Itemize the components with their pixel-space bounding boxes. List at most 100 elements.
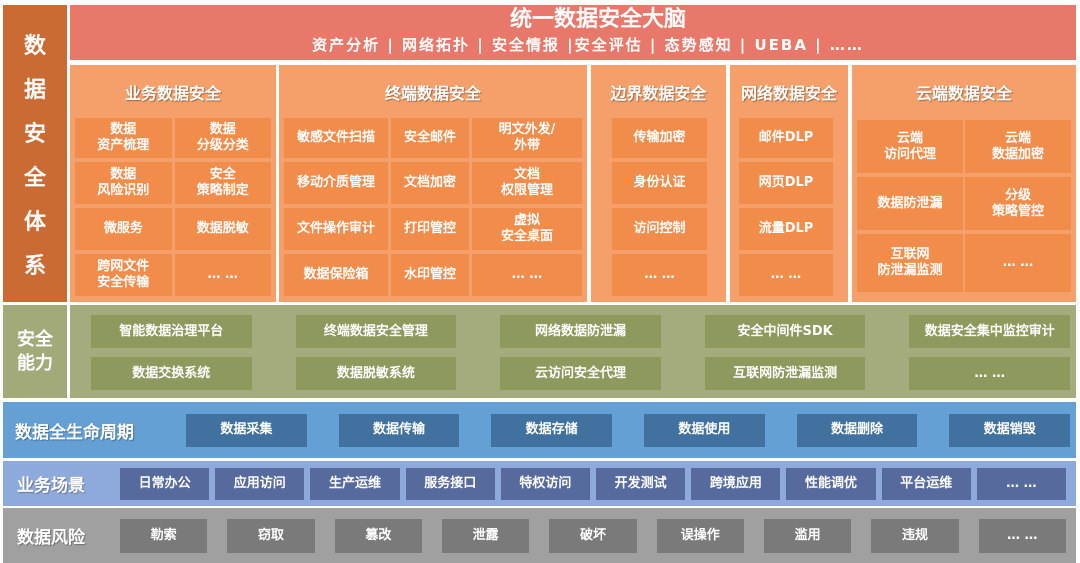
column-item: 云端 数据加密 [965,120,1071,173]
capability-item: 互联网防泄漏监测 [704,357,866,390]
column-item: … … [739,254,833,296]
risk-item: 窃取 [227,518,315,553]
scenario-label: 业务场景 [17,476,85,496]
security-column: 云端数据安全云端 访问代理云端 数据加密数据防泄漏分级 策略管控互联网 防泄漏监… [852,65,1076,302]
capability-item: 安全中间件SDK [704,315,866,348]
column-item: 访问控制 [612,208,707,250]
scenario-item: … … [976,467,1067,500]
capability-item: 数据安全集中监控审计 [909,315,1070,348]
column-item: … … [965,234,1071,292]
column-item: 文件操作审计 [284,208,388,250]
brain-subtitle: 资产分析 | 网络拓扑 | 安全情报 |安全评估 | 态势感知 | UEBA |… [312,36,864,54]
column-title: 边界数据安全 [610,84,707,103]
capability-label: 安全 能力 [3,305,67,398]
security-column: 业务数据安全数据 资产梳理数据 分级分类数据 风险识别安全 策略制定微服务数据脱… [70,65,276,302]
column-item: 文档 权限管理 [472,162,582,204]
brain-title: 统一数据安全大脑 [509,7,686,32]
column-item: 安全 策略制定 [174,162,271,204]
capability-item: 终端数据安全管理 [295,315,457,348]
risk-item: 破坏 [549,518,637,553]
column-item: 邮件DLP [739,118,833,158]
scenario-item: 日常办公 [120,467,210,500]
capability-item: 数据脱敏系统 [295,357,457,390]
system-label-char: 全 [23,165,46,191]
column-item: 云端 访问代理 [857,120,963,173]
data-security-system-label: 数据安全体系 [3,5,67,302]
lifecycle-item: 数据采集 [186,413,307,447]
risk-item: … … [978,518,1066,553]
column-item: 微服务 [75,208,172,250]
lifecycle-item: 数据删除 [796,413,918,447]
column-title: 云端数据安全 [915,84,1012,103]
scenario-item: 平台运维 [881,467,971,500]
risk-item: 滥用 [763,518,852,553]
scenario-item: 开发测试 [596,467,686,500]
column-item: 数据 风险识别 [75,162,172,204]
column-item: 打印管控 [391,208,469,250]
column-item: 互联网 防泄漏监测 [857,234,963,292]
column-item: 身份认证 [612,162,707,204]
column-title: 网络数据安全 [740,84,837,103]
column-item: 移动介质管理 [284,162,388,204]
column-grid: 数据 资产梳理数据 分级分类数据 风险识别安全 策略制定微服务数据脱敏跨网文件 … [75,118,271,296]
risk-item: 误操作 [656,518,744,553]
scenario-item: 服务接口 [405,467,495,500]
column-title: 业务数据安全 [124,84,221,103]
risk-item: 篡改 [334,518,422,553]
system-label-char: 系 [23,253,46,279]
scenario-item: 生产运维 [310,467,400,500]
risk-item: 泄露 [441,518,530,553]
system-label-char: 安 [23,121,46,147]
column-grid: 云端 访问代理云端 数据加密数据防泄漏分级 策略管控互联网 防泄漏监测… … [857,120,1071,292]
column-item: 安全邮件 [391,118,469,158]
system-label-char: 据 [23,77,46,103]
scenario-item: 跨境应用 [691,467,781,500]
security-column: 终端数据安全敏感文件扫描安全邮件明文外发/ 外带移动介质管理文档加密文档 权限管… [279,65,587,302]
column-item: 虚拟 安全桌面 [472,208,582,250]
capability-item: 数据交换系统 [91,357,252,390]
column-item: 传输加密 [612,118,707,158]
scenario-item: 应用访问 [215,467,305,500]
column-item: 跨网文件 安全传输 [75,254,172,296]
lifecycle-label: 数据全生命周期 [15,422,134,443]
column-item: 数据 分级分类 [174,118,271,158]
column-title: 终端数据安全 [384,84,481,103]
risk-item: 违规 [871,518,959,553]
column-item: … … [174,254,271,296]
capability-item: 智能数据治理平台 [91,315,252,348]
risk-item: 勒索 [120,518,208,553]
column-item: 文档加密 [391,162,469,204]
capability-item: 云访问安全代理 [500,357,661,390]
capability-panel: 智能数据治理平台 终端数据安全管理 网络数据防泄漏 安全中间件SDK 数据安全集中监控审… [70,305,1076,398]
column-item: 数据防泄漏 [857,177,963,230]
risk-band: 数据风险 勒索窃取篡改泄露破坏误操作滥用违规… … [3,508,1076,563]
column-grid: 传输加密身份认证访问控制… … [596,118,721,296]
system-label-char: 体 [23,209,46,235]
column-item: … … [472,254,582,296]
security-column: 边界数据安全传输加密身份认证访问控制… … [591,65,726,302]
column-item: 分级 策略管控 [965,177,1071,230]
capability-item: 网络数据防泄漏 [500,315,661,348]
lifecycle-item: 数据使用 [644,413,765,447]
lifecycle-item: 数据存储 [491,413,613,447]
security-brain-banner: 统一数据安全大脑 资产分析 | 网络拓扑 | 安全情报 |安全评估 | 态势感知… [70,5,1076,60]
lifecycle-item: 数据销毁 [949,413,1071,447]
scenario-item: 性能调优 [786,467,876,500]
column-item: 明文外发/ 外带 [472,118,582,158]
column-item: 网页DLP [739,162,833,204]
column-item: 敏感文件扫描 [284,118,388,158]
capability-item: … … [909,357,1070,390]
column-item: 流量DLP [739,208,833,250]
column-grid: 敏感文件扫描安全邮件明文外发/ 外带移动介质管理文档加密文档 权限管理文件操作审… [284,118,582,296]
system-label-char: 数 [23,33,46,59]
column-item: 水印管控 [391,254,469,296]
column-item: … … [612,254,707,296]
column-item: 数据脱敏 [174,208,271,250]
column-item: 数据保险箱 [284,254,388,296]
scenario-band: 业务场景 日常办公应用访问生产运维服务接口特权访问开发测试跨境应用性能调优平台运… [3,461,1076,506]
lifecycle-band: 数据全生命周期 数据采集数据传输数据存储数据使用数据删除数据销毁 [3,402,1076,458]
lifecycle-item: 数据传输 [338,413,460,447]
column-item: 数据 资产梳理 [75,118,172,158]
